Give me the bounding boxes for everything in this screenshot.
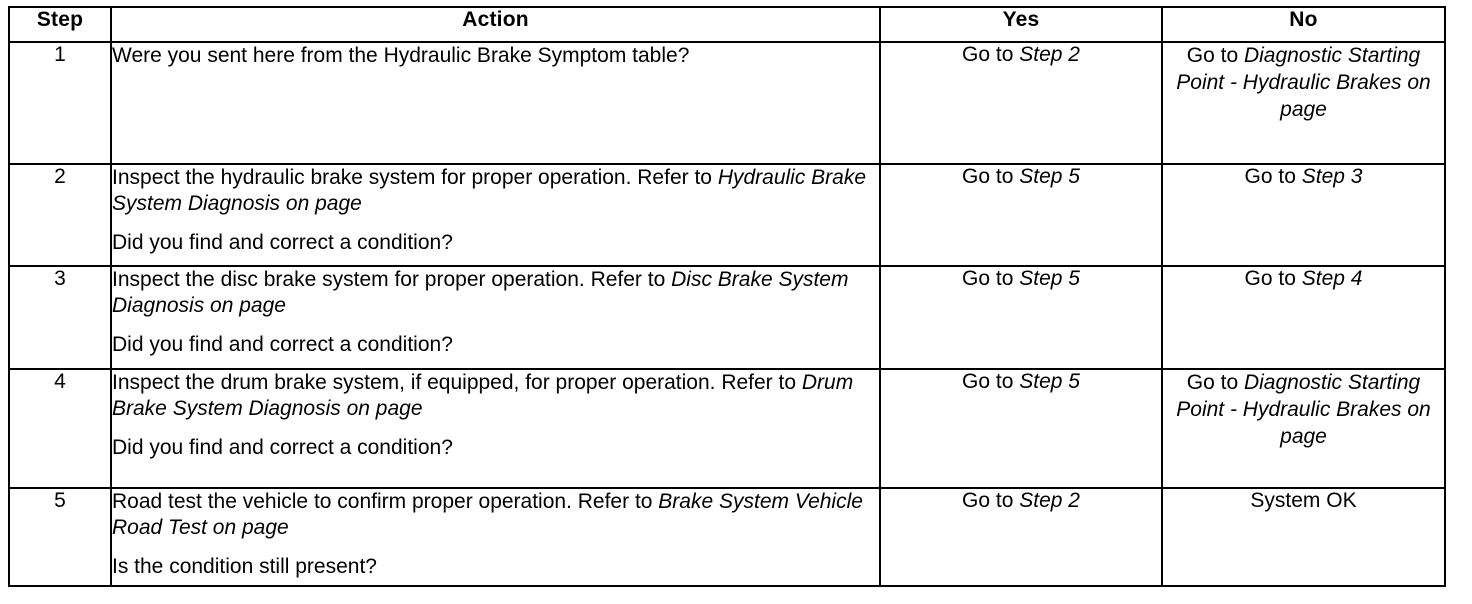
action-paragraph-primary: Inspect the hydraulic brake system for p…: [112, 165, 879, 217]
yes-branch-cell: Go to Step 5: [879, 368, 1163, 489]
action-text-plain: Inspect the drum brake system, if equipp…: [112, 371, 802, 394]
step-number: 2: [8, 163, 112, 267]
action-paragraph-primary: Road test the vehicle to confirm proper …: [112, 489, 879, 541]
action-cell: Inspect the drum brake system, if equipp…: [110, 368, 881, 489]
yes-branch-target: Step 2: [1019, 43, 1080, 66]
step-number: 4: [8, 368, 112, 489]
action-paragraph-question: Did you find and correct a condition?: [112, 231, 453, 255]
no-branch-target: Step 3: [1301, 165, 1363, 188]
action-cell: Road test the vehicle to confirm proper …: [110, 487, 881, 587]
no-branch-target: Diagnostic Starting Point - Hydraulic Br…: [1176, 44, 1431, 121]
no-branch-prefix: Go to: [1244, 165, 1302, 188]
diagnostic-steps-table: Step Action Yes No 1 Were you sent here …: [8, 6, 1446, 587]
action-text-plain: Inspect the hydraulic brake system for p…: [112, 166, 718, 189]
action-cell: Inspect the disc brake system for proper…: [110, 265, 881, 370]
table-header-row: Step Action Yes No: [8, 6, 1446, 43]
table-row: 2 Inspect the hydraulic brake system for…: [8, 163, 1446, 267]
yes-branch-target: Step 5: [1019, 165, 1080, 188]
action-text-italic: Disc Brake System Diagnosis on page: [112, 268, 849, 318]
action-cell: Were you sent here from the Hydraulic Br…: [110, 41, 881, 165]
action-paragraph-question: Is the condition still present?: [112, 555, 377, 579]
yes-branch-cell: Go to Step 2: [879, 487, 1163, 587]
yes-branch-prefix: Go to: [962, 165, 1020, 188]
yes-branch-target: Step 5: [1019, 370, 1080, 393]
action-paragraph-primary: Were you sent here from the Hydraulic Br…: [112, 43, 879, 69]
action-text-italic: Brake System Vehicle Road Test on page: [112, 490, 863, 540]
no-branch-cell: Go to Diagnostic Starting Point - Hydrau…: [1161, 368, 1446, 489]
action-text-italic: Hydraulic Brake System Diagnosis on page: [112, 166, 867, 216]
yes-branch-prefix: Go to: [962, 43, 1020, 66]
action-paragraph-primary: Inspect the drum brake system, if equipp…: [112, 370, 879, 422]
no-branch-cell: Go to Diagnostic Starting Point - Hydrau…: [1161, 41, 1446, 165]
table-row: 5 Road test the vehicle to confirm prope…: [8, 487, 1446, 587]
action-paragraph-question: Did you find and correct a condition?: [112, 333, 453, 357]
no-branch-cell: Go to Step 4: [1161, 265, 1446, 370]
column-header-no: No: [1161, 6, 1446, 43]
yes-branch-prefix: Go to: [962, 489, 1020, 512]
action-text-plain: Were you sent here from the Hydraulic Br…: [112, 44, 690, 67]
yes-branch-prefix: Go to: [962, 370, 1020, 393]
yes-branch-cell: Go to Step 2: [879, 41, 1163, 165]
no-branch-cell: System OK: [1161, 487, 1446, 587]
yes-branch-target: Step 2: [1019, 489, 1080, 512]
action-cell: Inspect the hydraulic brake system for p…: [110, 163, 881, 267]
no-branch-cell: Go to Step 3: [1161, 163, 1446, 267]
yes-branch-target: Step 5: [1019, 267, 1080, 290]
no-branch-target: Step 4: [1301, 267, 1363, 290]
column-header-action: Action: [110, 6, 881, 43]
column-header-step: Step: [8, 6, 112, 43]
no-branch-prefix: Go to: [1244, 267, 1302, 290]
no-branch-target: Diagnostic Starting Point - Hydraulic Br…: [1176, 371, 1431, 448]
table-row: 3 Inspect the disc brake system for prop…: [8, 265, 1446, 370]
step-number: 3: [8, 265, 112, 370]
no-branch-prefix: Go to: [1186, 371, 1244, 394]
column-header-yes: Yes: [879, 6, 1163, 43]
table-row: 4 Inspect the drum brake system, if equi…: [8, 368, 1446, 489]
yes-branch-cell: Go to Step 5: [879, 163, 1163, 267]
yes-branch-cell: Go to Step 5: [879, 265, 1163, 370]
action-text-plain: Inspect the disc brake system for proper…: [112, 268, 672, 291]
action-paragraph-question: Did you find and correct a condition?: [112, 436, 453, 460]
yes-branch-prefix: Go to: [962, 267, 1020, 290]
action-text-plain: Road test the vehicle to confirm proper …: [112, 490, 659, 513]
no-branch-prefix: System OK: [1250, 489, 1357, 512]
action-text-italic: Drum Brake System Diagnosis on page: [112, 371, 854, 421]
step-number: 1: [8, 41, 112, 165]
action-paragraph-primary: Inspect the disc brake system for proper…: [112, 267, 879, 319]
no-branch-prefix: Go to: [1186, 44, 1244, 67]
table-row: 1 Were you sent here from the Hydraulic …: [8, 41, 1446, 165]
step-number: 5: [8, 487, 112, 587]
